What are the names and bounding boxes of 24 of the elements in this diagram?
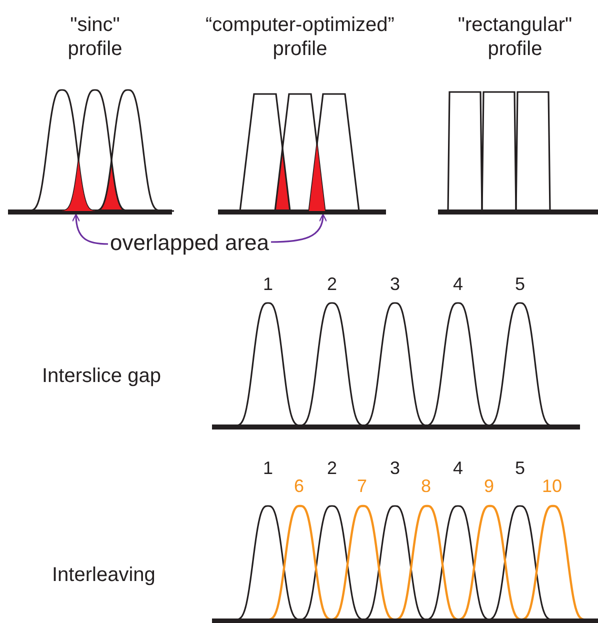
slice-number: 3 — [390, 457, 400, 480]
slice-number: 2 — [327, 273, 338, 296]
slice-number: 2 — [327, 457, 338, 480]
slice-number: 1 — [263, 273, 274, 296]
slice-number: 4 — [453, 457, 464, 480]
slice-number: 10 — [542, 475, 562, 498]
slice-number: 5 — [515, 457, 526, 480]
slice-number: 6 — [294, 475, 304, 498]
row-label: Interleaving — [52, 563, 156, 587]
slice-number: 1 — [263, 457, 274, 480]
row-label: Interslice gap — [42, 364, 161, 388]
callout-label: overlapped area — [110, 231, 270, 255]
leader-arrow — [72, 214, 108, 245]
profile-title: “computer-optimized” profile — [204, 13, 396, 61]
slice-number: 7 — [357, 475, 368, 498]
leader-arrow — [271, 214, 327, 243]
overlap-area — [62, 160, 95, 211]
profile-title: "sinc" profile — [66, 13, 124, 61]
slice-number: 5 — [515, 273, 526, 296]
slice-number: 8 — [421, 475, 432, 498]
profile-title: "rectangular" profile — [456, 13, 574, 61]
slice-number: 4 — [453, 273, 464, 296]
slice-number: 9 — [484, 475, 494, 498]
slice-number: 3 — [390, 273, 400, 296]
